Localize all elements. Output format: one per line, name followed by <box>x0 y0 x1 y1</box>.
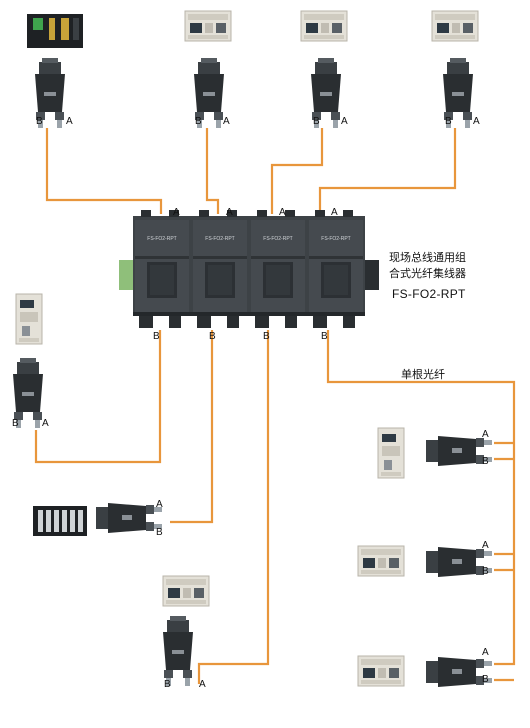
conv-top1-b: B <box>36 116 43 127</box>
hub-model: FS-FO2-RPT <box>392 287 466 301</box>
conv-bottom-a: A <box>199 679 206 690</box>
device-top-1 <box>27 14 83 48</box>
hub-port-a-1: A <box>173 207 180 218</box>
plc-left <box>15 293 43 345</box>
conv-mid-b: B <box>156 527 163 538</box>
hub-module-label-4: FS-FO2-RPT <box>321 236 350 242</box>
conv-top2-b: B <box>195 116 202 127</box>
plc-right-2 <box>357 545 405 577</box>
hub-port-a-2: A <box>226 207 233 218</box>
fiber-line-5 <box>34 330 162 464</box>
converter-bottom <box>163 616 193 686</box>
converter-mid-left <box>96 503 162 533</box>
hub-port-a-3: A <box>279 207 286 218</box>
hub-title-line2: 合式光纤集线器 <box>389 267 466 280</box>
hub-module-label-1: FS-FO2-RPT <box>147 236 176 242</box>
plc-bottom <box>162 575 210 607</box>
conv-top1-a: A <box>66 116 73 127</box>
conv-right1-a: A <box>482 429 489 440</box>
conv-right2-a: A <box>482 540 489 551</box>
conv-right3-a: A <box>482 647 489 658</box>
fiber-hub <box>119 210 379 328</box>
conv-top4-a: A <box>473 116 480 127</box>
conv-left-a: A <box>42 418 49 429</box>
conv-mid-a: A <box>156 499 163 510</box>
rack-device <box>33 506 87 536</box>
hub-title-line1: 现场总线通用组 <box>389 251 466 264</box>
hub-port-b-2: B <box>209 331 216 342</box>
plc-top-3 <box>300 10 348 42</box>
fiber-line-1 <box>45 128 163 214</box>
conv-top4-b: B <box>445 116 452 127</box>
hub-module-label-2: FS-FO2-RPT <box>205 236 234 242</box>
conv-left-b: B <box>12 418 19 429</box>
fiber-label: 单根光纤 <box>401 368 445 381</box>
conv-top3-a: A <box>341 116 348 127</box>
hub-port-b-1: B <box>153 331 160 342</box>
fiber-line-3 <box>270 128 324 214</box>
plc-top-2 <box>184 10 232 42</box>
fiber-line-7 <box>197 330 270 684</box>
fiber-line-8 <box>326 330 516 666</box>
conv-right2-b: B <box>482 566 489 577</box>
conv-bottom-b: B <box>164 679 171 690</box>
plc-right-1 <box>377 427 405 479</box>
conv-right3-b: B <box>482 674 489 685</box>
fiber-line-6 <box>170 330 214 524</box>
hub-port-b-4: B <box>321 331 328 342</box>
conv-right1-b: B <box>482 456 489 467</box>
hub-port-b-3: B <box>263 331 270 342</box>
conv-top2-a: A <box>223 116 230 127</box>
plc-right-3 <box>357 655 405 687</box>
fiber-line-2 <box>205 128 220 214</box>
hub-port-a-4: A <box>331 207 338 218</box>
plc-top-4 <box>431 10 479 42</box>
conv-top3-b: B <box>313 116 320 127</box>
hub-module-label-3: FS-FO2-RPT <box>263 236 292 242</box>
fiber-line-4 <box>318 128 457 214</box>
